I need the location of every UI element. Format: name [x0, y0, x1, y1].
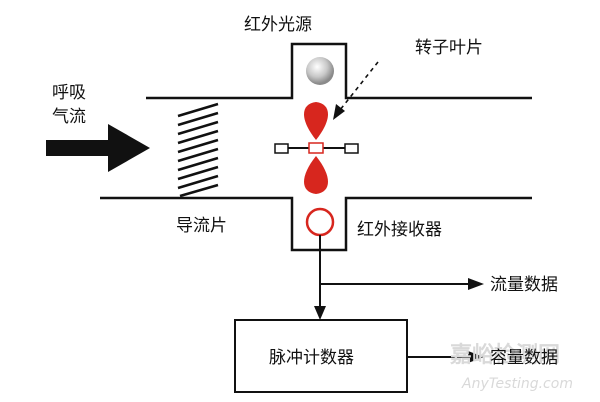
- label-volume-data: 容量数据: [490, 348, 558, 368]
- tube-upper-wall: [146, 42, 532, 100]
- label-ir-source: 红外光源: [244, 15, 312, 35]
- label-breath-flow-2: 气流: [52, 107, 86, 127]
- ir-receiver: [305, 207, 335, 237]
- guide-vanes: [177, 102, 219, 198]
- rotor-blade: [274, 102, 359, 194]
- watermark-en: AnyTesting.com: [461, 376, 573, 392]
- watermark-cn: 嘉峪检测网: [450, 342, 560, 368]
- rotor-lobe-top: [304, 102, 328, 140]
- arrow-to-counter: [314, 306, 326, 320]
- label-guide-vane: 导流片: [176, 216, 227, 236]
- signal-lines: [319, 235, 470, 358]
- breath-flow-arrow: [46, 124, 150, 172]
- pulse-counter-box: [234, 319, 408, 393]
- rotor-lobe-bottom: [304, 156, 328, 194]
- rotor-pointer: [333, 61, 379, 120]
- rotor-bearing-right: [344, 143, 359, 154]
- ir-source-lamp: [306, 57, 334, 85]
- label-flow-data: 流量数据: [490, 275, 558, 295]
- arrow-flow-data: [468, 278, 484, 290]
- label-rotor-blade: 转子叶片: [415, 38, 483, 58]
- arrow-volume-data: [468, 351, 484, 363]
- rotor-hub: [308, 142, 324, 154]
- label-ir-receiver: 红外接收器: [357, 220, 442, 240]
- label-pulse-counter: 脉冲计数器: [269, 348, 354, 368]
- rotor-bearing-left: [274, 143, 289, 154]
- label-breath-flow-1: 呼吸: [52, 83, 86, 103]
